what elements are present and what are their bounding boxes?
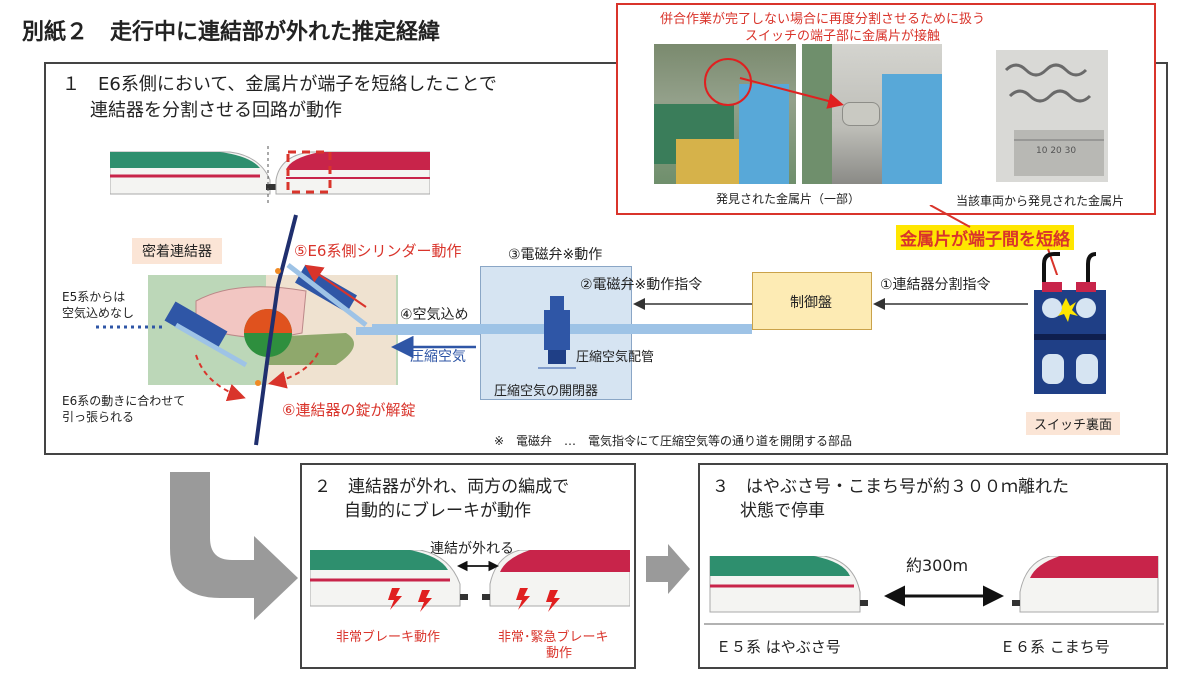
page-title: 別紙２ 走行中に連結部が外れた推定経緯 <box>22 20 441 45</box>
step4-air-fill: ④空気込め <box>400 307 469 323</box>
panel2-heading-line2: 自動的にブレーキが動作 <box>344 501 531 521</box>
photo-link-arrow <box>739 77 844 109</box>
photo-metal-piece-closeup <box>802 44 942 184</box>
flow-arrow-right <box>646 544 690 594</box>
switch-back-illustration <box>1034 252 1106 394</box>
ruler-text: 10 20 30 <box>1036 146 1077 156</box>
step5-cylinder-action: ⑤E6系側シリンダー動作 <box>294 242 462 260</box>
control-panel-box <box>752 272 872 330</box>
step2-valve-command: ②電磁弁※動作指令 <box>580 277 703 293</box>
coupled-trains-illustration <box>110 146 430 206</box>
photo-heading-line2: スイッチの端子部に金属片が接触 <box>745 29 941 44</box>
solenoid-valve-icon <box>538 296 576 369</box>
coupler-label: 密着連結器 <box>132 238 222 264</box>
panel1-heading-line1: １ E6系側において、金属片が端子を短絡したことで <box>62 74 497 95</box>
step3-valve-action: ③電磁弁※動作 <box>508 247 603 263</box>
photo-heading-line1: 併合作業が完了しない場合に再度分割させるために扱う <box>660 12 986 27</box>
brake-right-line2: 動作 <box>546 646 573 661</box>
coupler-mechanism-diagram <box>96 214 496 446</box>
panel3-trains <box>704 556 1164 625</box>
e6-note-line2: 引っ張られる <box>62 410 135 424</box>
flow-arrow-down-right <box>170 472 298 620</box>
distance-label: 約300m <box>906 556 969 575</box>
panel2-heading-line1: ２ 連結器が外れ、両方の編成で <box>314 477 570 497</box>
panel3-heading-line2: 状態で停車 <box>740 501 825 521</box>
panel2-trains <box>310 550 630 612</box>
e5-train-label: Ｅ５系 はやぶさ号 <box>716 638 841 656</box>
brake-left-label: 非常ブレーキ動作 <box>336 630 441 645</box>
step1-split-command: ①連結器分割指令 <box>880 277 991 293</box>
valve-label: 圧縮空気の開閉器 <box>494 384 599 399</box>
photo-switch-terminal <box>654 44 796 184</box>
short-circuit-callout: 金属片が端子間を短絡 <box>896 225 1074 250</box>
photo-caption-right: 当該車両から発見された金属片 <box>956 194 1125 208</box>
switch-back-label: スイッチ裏面 <box>1026 412 1121 435</box>
panel3-heading-line1: ３ はやぶさ号・こまち号が約３００ｍ離れた <box>712 477 1069 497</box>
e6-note-line1: E6系の動きに合わせて <box>62 394 186 408</box>
disconnect-label: 連結が外れる <box>430 541 514 557</box>
step1-arrow <box>873 298 1028 310</box>
step6-lock-release: ⑥連結器の錠が解錠 <box>282 401 416 419</box>
photo-metal-pieces-found: 10 20 30 <box>996 50 1108 182</box>
e6-train-label: Ｅ６系 こまち号 <box>1000 638 1110 656</box>
step2-arrow <box>633 298 756 310</box>
e5-note-line1: E5系からは <box>62 290 126 304</box>
panel1-heading-line2: 連結器を分割させる回路が動作 <box>90 100 342 121</box>
compressed-air-label: 圧縮空気 <box>410 349 466 365</box>
photo-caption-left: 発見された金属片（一部） <box>716 192 861 206</box>
air-pipe-label: 圧縮空気配管 <box>576 350 655 365</box>
brake-right-line1: 非常･緊急ブレーキ <box>498 630 609 645</box>
control-panel-label: 制御盤 <box>790 295 832 311</box>
footnote-solenoid: ※ 電磁弁 … 電気指令にて圧縮空気等の通り道を開閉する部品 <box>494 434 853 448</box>
e5-note-line2: 空気込めなし <box>62 306 135 320</box>
